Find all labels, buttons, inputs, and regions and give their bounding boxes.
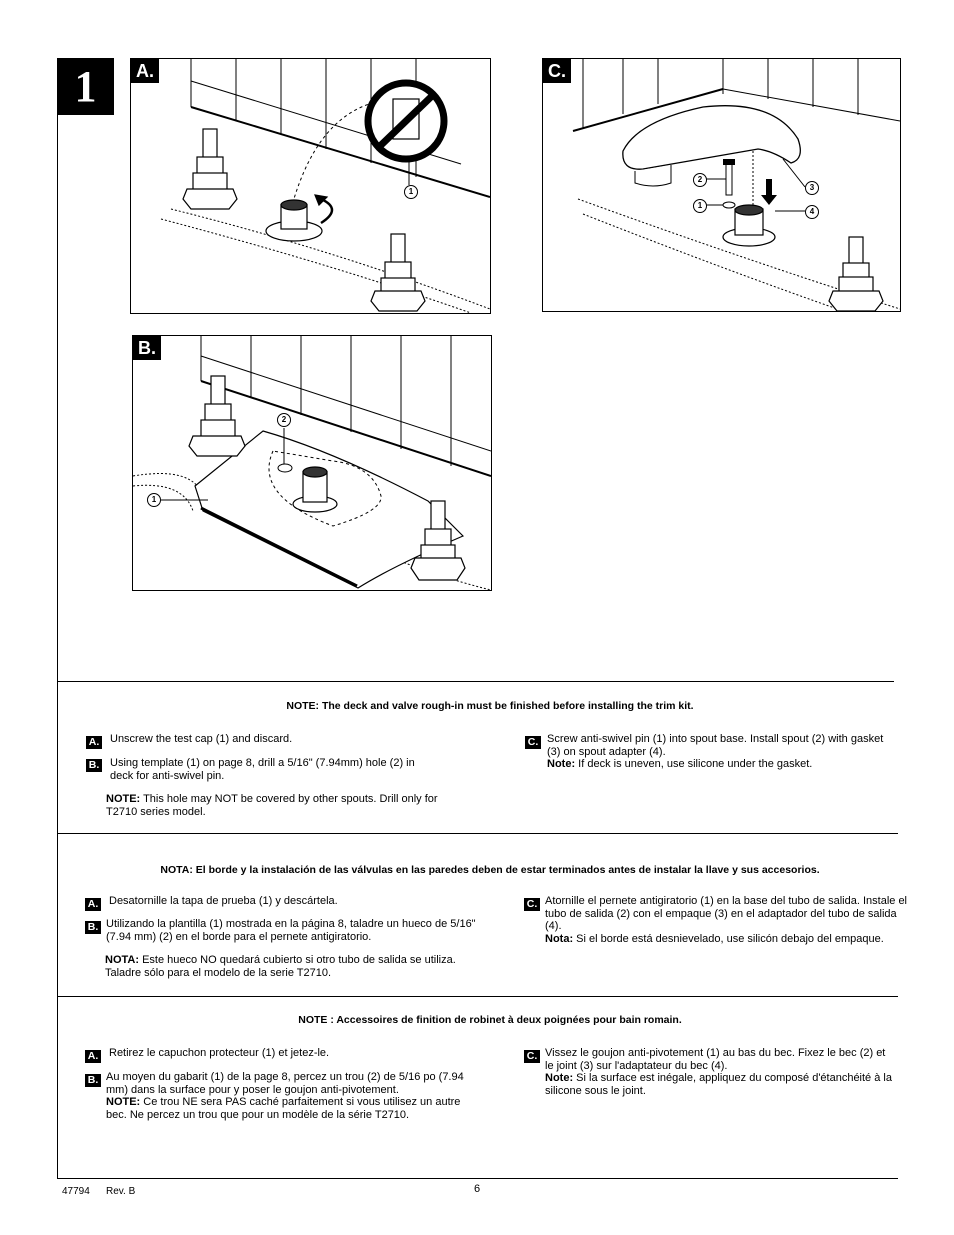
french-step-b-text: Au moyen du gabarit (1) de la page 8, pe… bbox=[106, 1071, 476, 1121]
french-b-note: NOTE: Ce trou NE sera PAS caché parfaite… bbox=[106, 1096, 476, 1121]
spanish-step-a-text: Desatornille la tapa de prueba (1) y des… bbox=[109, 895, 338, 907]
spanish-step-b-text: Utilizando la plantilla (1) mostrada en … bbox=[106, 918, 476, 943]
spanish-step-b-badge: B. bbox=[85, 921, 101, 934]
callout-a-1: 1 bbox=[404, 185, 418, 199]
spanish-c-main: Atornille el pernete antigiratorio (1) e… bbox=[545, 895, 908, 933]
french-b-main: Au moyen du gabarit (1) de la page 8, pe… bbox=[106, 1071, 464, 1096]
english-c-main: Screw anti-swivel pin (1) into spout bas… bbox=[547, 733, 884, 758]
english-b-note-text: This hole may NOT be covered by other sp… bbox=[106, 793, 438, 818]
spanish-c-note-text: Si el borde está desnievelado, use silic… bbox=[573, 932, 884, 945]
panel-b-label: B. bbox=[133, 336, 161, 360]
callout-b-1: 1 bbox=[147, 493, 161, 507]
english-step-c-text: Screw anti-swivel pin (1) into spout bas… bbox=[547, 733, 887, 771]
french-c-note-text: Si la surface est inégale, appliquez du … bbox=[545, 1072, 892, 1097]
section-divider-english bbox=[57, 681, 894, 682]
spanish-step-c-badge: C. bbox=[524, 898, 540, 911]
spanish-b-note-label: NOTA: bbox=[105, 954, 140, 966]
spanish-step-c-text: Atornille el pernete antigiratorio (1) e… bbox=[545, 895, 915, 945]
french-c-note-label: Note: bbox=[545, 1072, 574, 1085]
french-c-main: Vissez le goujon anti-pivotement (1) au … bbox=[545, 1047, 886, 1072]
french-b-note-label: NOTE: bbox=[106, 1096, 141, 1109]
footer-revision: Rev. B bbox=[106, 1186, 136, 1197]
panel-c-label: C. bbox=[543, 59, 571, 83]
callout-c-2: 2 bbox=[693, 173, 707, 187]
english-note-heading: NOTE: The deck and valve rough-in must b… bbox=[286, 700, 694, 712]
section-divider-spanish bbox=[57, 833, 898, 834]
spanish-c-note: Nota: Si el borde está desnievelado, use… bbox=[545, 933, 915, 946]
footer-doc-number: 47794 bbox=[62, 1186, 90, 1197]
english-step-b-note: NOTE: This hole may NOT be covered by ot… bbox=[106, 793, 466, 818]
french-b-note-text: Ce trou NE sera PAS caché parfaitement s… bbox=[106, 1096, 461, 1121]
french-note-heading: NOTE : Accessoires de finition de robine… bbox=[298, 1014, 682, 1026]
english-step-a-text: Unscrew the test cap (1) and discard. bbox=[110, 733, 293, 745]
panel-a-drawing bbox=[160, 59, 490, 313]
left-rule bbox=[57, 58, 58, 1178]
illustration-panel-b: B. 1 2 bbox=[132, 335, 492, 591]
callout-c-1: 1 bbox=[693, 199, 707, 213]
spanish-c-note-label: Nota: bbox=[545, 932, 574, 945]
panel-b-drawing bbox=[133, 336, 491, 590]
french-step-a-text: Retirez le capuchon protecteur (1) et je… bbox=[109, 1047, 330, 1059]
callout-c-3: 3 bbox=[805, 181, 819, 195]
footer-page-number: 6 bbox=[474, 1183, 481, 1195]
spanish-b-note-text: Este hueco NO quedará cubierto si otro t… bbox=[105, 954, 456, 979]
english-step-c-badge: C. bbox=[525, 736, 541, 749]
english-c-note-text: If deck is uneven, use silicone under th… bbox=[575, 758, 813, 771]
spanish-step-b-note: NOTA: Este hueco NO quedará cubierto si … bbox=[105, 954, 465, 979]
french-step-b-badge: B. bbox=[85, 1074, 101, 1087]
panel-c-drawing bbox=[572, 59, 900, 311]
callout-c-4: 4 bbox=[805, 205, 819, 219]
english-c-note: Note: If deck is uneven, use silicone un… bbox=[547, 758, 887, 771]
french-step-c-text: Vissez le goujon anti-pivotement (1) au … bbox=[545, 1047, 895, 1097]
english-step-b-text: Using template (1) on page 8, drill a 5/… bbox=[110, 757, 415, 782]
english-b-note-label: NOTE: bbox=[106, 793, 141, 805]
french-step-a-badge: A. bbox=[85, 1050, 101, 1063]
spanish-step-a-badge: A. bbox=[85, 898, 101, 911]
french-step-c-badge: C. bbox=[524, 1050, 540, 1063]
illustration-panel-a: A. 1 bbox=[130, 58, 491, 314]
english-step-b-badge: B. bbox=[86, 759, 102, 772]
footer-rule bbox=[57, 1178, 898, 1179]
french-c-note: Note: Si la surface est inégale, appliqu… bbox=[545, 1072, 895, 1097]
step-number-badge: 1 bbox=[57, 58, 114, 115]
callout-b-2: 2 bbox=[277, 413, 291, 427]
english-c-note-label: Note: bbox=[547, 758, 576, 771]
english-step-a-badge: A. bbox=[86, 736, 102, 749]
section-divider-french bbox=[57, 996, 898, 997]
panel-a-label: A. bbox=[131, 59, 159, 83]
spanish-note-heading: NOTA: El borde y la instalación de las v… bbox=[160, 864, 820, 876]
illustration-panel-c: C. 2 1 3 4 bbox=[542, 58, 901, 312]
